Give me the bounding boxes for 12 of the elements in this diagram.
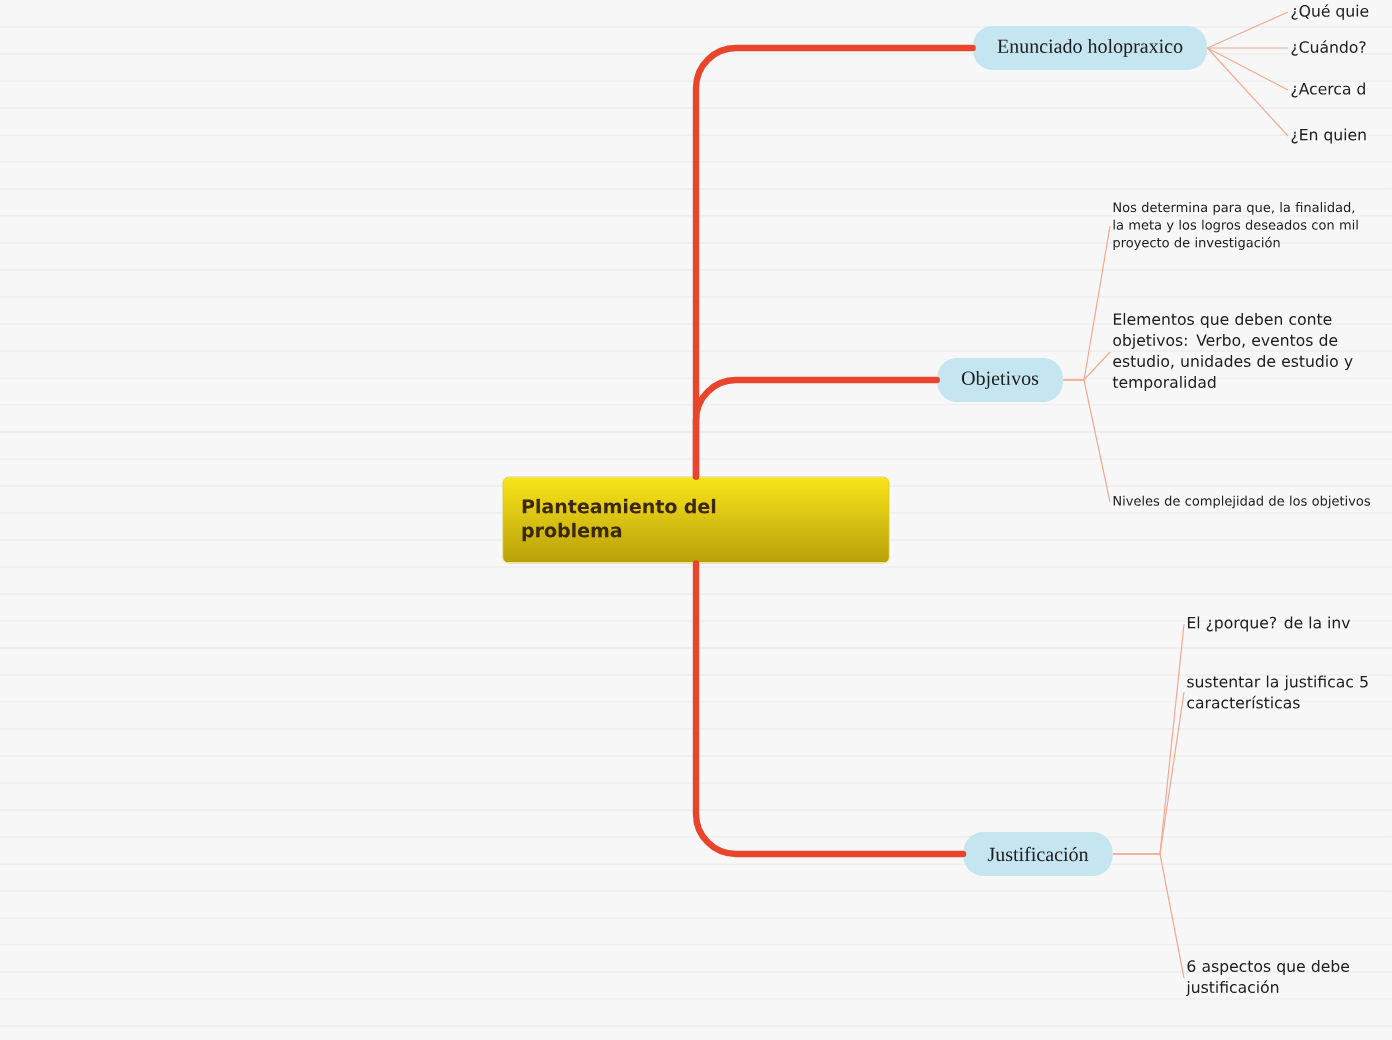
topic-pill: Justificación (963, 832, 1113, 876)
branch-line (692, 376, 940, 480)
branch-line (1206, 47, 1289, 137)
branch-line (1206, 11, 1289, 49)
branch-line (1206, 47, 1289, 91)
branch-line (1112, 853, 1185, 979)
topic-pill: Objetivos (937, 358, 1063, 402)
branch-line (692, 560, 967, 858)
central-topic-box: Planteamiento del problema (502, 476, 890, 564)
branch-line (1206, 47, 1289, 49)
branch-line (1062, 379, 1111, 503)
topic-pill: Enunciado holopraxico (973, 26, 1208, 70)
